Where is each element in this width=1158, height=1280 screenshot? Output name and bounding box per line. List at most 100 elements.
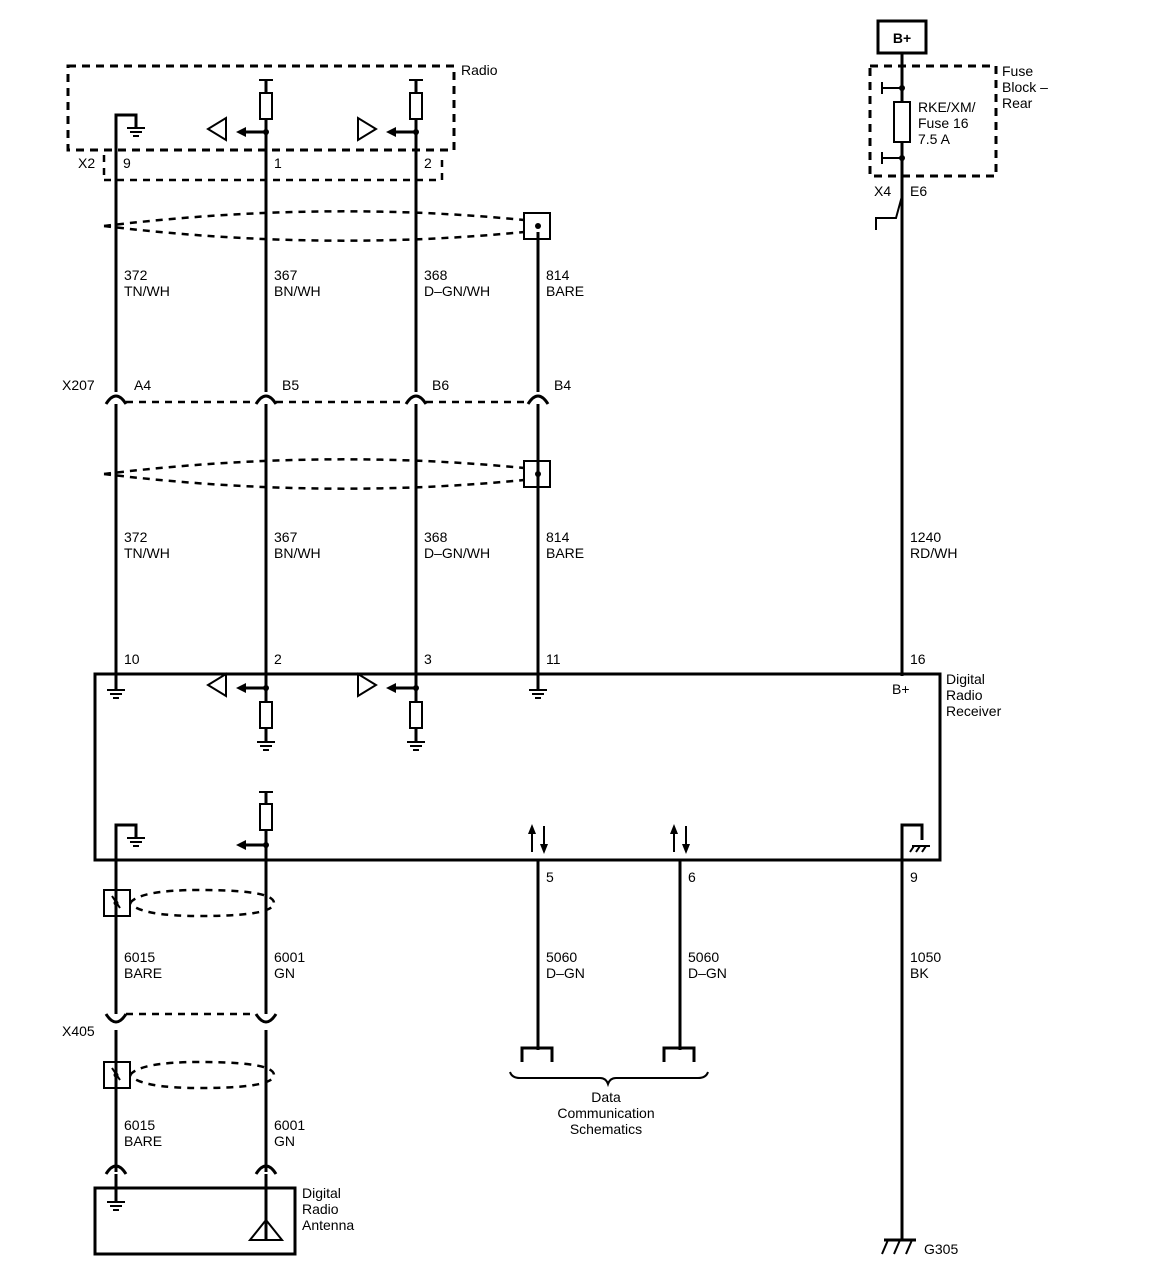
wire-5060a-circuit: 5060 [546,949,577,965]
x405-connector [104,1012,278,1024]
speaker-left-icon [206,116,227,142]
x207-connector [104,394,550,405]
receiver-pin-10: 10 [124,651,140,667]
antenna-icon [247,1174,285,1241]
receiver-audio-left [206,672,275,751]
data-arrows-5-icon [528,824,548,854]
receiver-pin-3: 3 [424,651,432,667]
radio-label: Radio [461,62,498,78]
wire-6015-a-circuit: 6015 [124,1117,155,1133]
fuse-block-label-1: Fuse [1002,63,1033,79]
receiver-box [93,672,942,862]
wire-814-circuit: 814 [546,267,570,283]
radio-ground-icon [127,127,145,137]
data-arrows-6-icon [670,824,690,854]
g305-label: G305 [924,1241,958,1257]
radio-audio-right [357,79,423,170]
x2-label: X2 [78,155,95,171]
wire-814-color: BARE [546,283,584,299]
wire-367-color: BN/WH [274,283,321,299]
radio-audio-left [206,79,273,170]
wire-5060b-circuit: 5060 [688,949,719,965]
x207-pin-b5: B5 [282,377,299,393]
radio-pin-1: 1 [274,155,282,171]
wire-1050-circuit: 1050 [910,949,941,965]
wire-1240-color: RD/WH [910,545,957,561]
x207-pin-a4: A4 [134,377,151,393]
receiver-pin-6: 6 [688,869,696,885]
radio-box [66,64,456,152]
receiver-shield-ground-wire [114,823,138,880]
radio-ground-wire [114,113,138,170]
receiver-bplus: B+ [892,681,910,697]
wire-6015-a-color: BARE [124,1133,162,1149]
wire-6015-circuit: 6015 [124,949,155,965]
wire-368-circuit: 368 [424,267,448,283]
wire-367-m-circuit: 367 [274,529,298,545]
wire-372-m-circuit: 372 [124,529,148,545]
receiver-ground-10-icon [107,676,125,699]
wire-367-m-color: BN/WH [274,545,321,561]
x4-label: X4 [874,183,891,199]
receiver-speaker-left-icon [206,672,227,698]
fuse-label-1: RKE/XM/ [918,99,976,115]
fuse-label-3: 7.5 A [918,131,951,147]
wire-368-m-color: D–GN/WH [424,545,490,561]
wire-814-m-color: BARE [546,545,584,561]
wire-6001-a-color: GN [274,1133,295,1149]
antenna-label-2: Radio [302,1201,339,1217]
fuse-16 [881,82,911,164]
receiver-label-1: Digital [946,671,985,687]
wire-814-m-circuit: 814 [546,529,570,545]
wire-1240-circuit: 1240 [910,529,941,545]
receiver-chassis-ground-icon [900,823,930,880]
x207-pin-b6: B6 [432,377,449,393]
lower-shield-1 [103,888,276,918]
receiver-pin-11: 11 [546,651,561,667]
receiver-pin-16: 16 [910,651,926,667]
e6-label: E6 [910,183,927,199]
wire-368-color: D–GN/WH [424,283,490,299]
fuse-block-label-2: Block – [1002,79,1048,95]
data-comm-label-1: Data [591,1089,621,1105]
lower-shield-2 [103,1060,276,1090]
wire-5060b-color: D–GN [688,965,727,981]
radio-pin-2: 2 [424,155,432,171]
wire-6001-a-circuit: 6001 [274,1117,305,1133]
x2-connector-outline [104,155,444,182]
receiver-pin-9: 9 [910,869,918,885]
data-comm-label-3: Schematics [570,1121,642,1137]
receiver-speaker-right-icon [357,672,378,698]
speaker-right-icon [357,116,378,142]
middle-shield [103,458,551,490]
battery-label: B+ [893,30,911,46]
fuse-label-2: Fuse 16 [918,115,969,131]
antenna-ground-icon [107,1174,125,1211]
receiver-audio-right [357,672,425,751]
upper-shield [103,210,551,242]
antenna-label-3: Antenna [302,1217,354,1233]
x207-label: X207 [62,377,95,393]
receiver-label-3: Receiver [946,703,1002,719]
wire-6001-color: GN [274,965,295,981]
receiver-pin-2: 2 [274,651,282,667]
wire-372-m-color: TN/WH [124,545,170,561]
wire-6001-circuit: 6001 [274,949,305,965]
receiver-shield-ground-icon [127,837,145,847]
wire-6015-color: BARE [124,965,162,981]
data-comm-label-2: Communication [557,1105,654,1121]
data-comm-connectors [509,1046,709,1088]
wire-372-color: TN/WH [124,283,170,299]
receiver-pin-5: 5 [546,869,554,885]
fuse-block-label-3: Rear [1002,95,1033,111]
antenna-label-1: Digital [302,1185,341,1201]
x4-connector [875,195,903,230]
g305-ground-icon [881,1238,916,1255]
wire-1050-color: BK [910,965,929,981]
receiver-ground-11-icon [529,676,547,699]
wire-372-circuit: 372 [124,267,148,283]
x207-pin-b4: B4 [554,377,571,393]
antenna-box [93,1186,297,1256]
wire-368-m-circuit: 368 [424,529,448,545]
